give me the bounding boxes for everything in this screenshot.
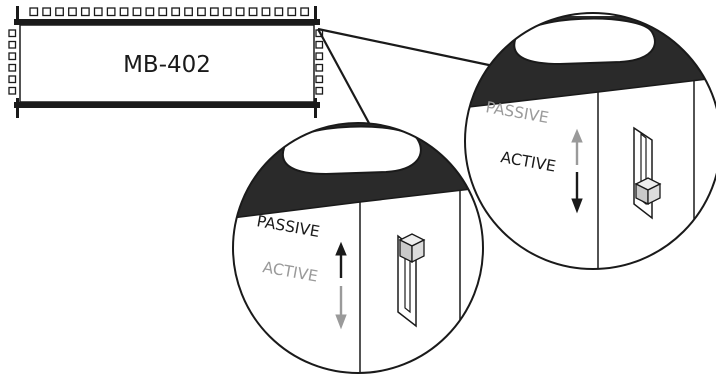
callout-lines [317,27,504,126]
connector-pin [42,7,52,17]
connector-pin [55,7,64,17]
side-connector-pin [8,86,17,95]
connector-pin [222,7,232,17]
switch-knob-bottom [398,233,426,264]
connector-pin [300,7,310,17]
side-connector-pin [8,40,17,49]
model-label: MB-402 [123,52,211,78]
side-connector-pin [315,40,324,49]
module-body [19,24,315,103]
connector-pin [171,7,181,17]
device-module: MB-402 [8,6,324,118]
connector-pin [274,7,284,17]
connector-pin [93,7,103,17]
side-connector-pin [315,52,324,61]
connector-pin [29,7,39,17]
connector-pin [68,7,77,17]
connector-pin [158,7,168,17]
connector-pin [235,7,245,17]
right-up-arrow [571,128,583,165]
connector-pin [184,7,193,17]
connector-pin [248,7,258,17]
connector-pin [119,7,129,17]
side-connector-pin [315,86,324,95]
side-connector-pin [8,63,17,72]
mount-clip-tl [16,6,19,24]
connector-pin [197,7,206,17]
leader-line-right [317,27,504,70]
detail-circle-bottom: PASSIVE ACTIVE [232,122,484,374]
side-connector-pin [315,63,324,72]
connector-pin [261,7,271,17]
connector-pin [80,7,90,17]
mount-clip-tr [314,6,317,24]
side-connector-pin [8,29,17,38]
top-connector-row [29,7,310,17]
connector-pin [106,7,116,17]
leader-line-bottom [317,28,371,126]
connector-pin [145,7,155,17]
bottom-up-arrow [335,241,347,278]
bottom-down-arrow [335,286,347,330]
bottom-rail [14,102,320,108]
detail-circle-right: PASSIVE ACTIVE [464,12,716,270]
side-connector-columns [8,29,324,95]
side-connector-pin [315,75,324,84]
side-connector-pin [8,75,17,84]
right-down-arrow [571,172,583,214]
side-connector-pin [8,52,17,61]
switch-knob-right [634,177,662,206]
connector-pin [287,7,297,17]
top-rail [14,19,320,25]
connector-pin [209,7,219,17]
connector-pin [132,7,142,17]
